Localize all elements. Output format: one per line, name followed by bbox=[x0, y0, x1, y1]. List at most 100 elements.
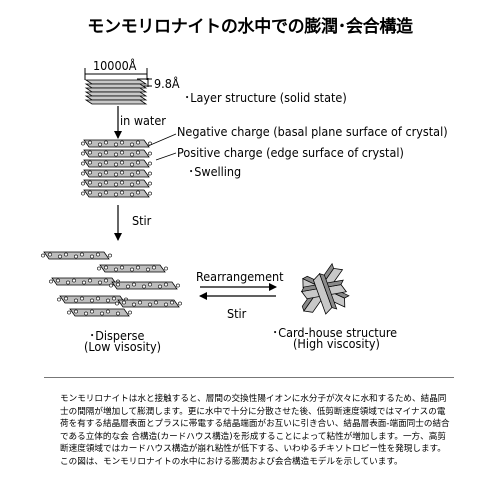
card-house-structure bbox=[300, 262, 350, 315]
charge-dot bbox=[98, 152, 102, 157]
charge-dot bbox=[164, 282, 168, 287]
charge-dot bbox=[88, 180, 92, 185]
negative-charge-leader bbox=[147, 133, 177, 147]
charge-dot bbox=[148, 282, 152, 287]
dispersed-platelet bbox=[97, 264, 168, 273]
charge-dot bbox=[66, 280, 70, 285]
charge-dot bbox=[120, 190, 124, 195]
swollen-platelet bbox=[81, 189, 152, 198]
charge-dot bbox=[58, 254, 62, 259]
charge-dot bbox=[88, 190, 92, 195]
solid-layer-sheet bbox=[84, 99, 148, 105]
charge-dot bbox=[130, 192, 134, 197]
charge-dot bbox=[88, 278, 92, 283]
charge-dot bbox=[136, 160, 140, 165]
page-title: モンモリロナイトの水中での膨潤･会合構造 bbox=[87, 17, 413, 37]
charge-dot bbox=[136, 190, 140, 195]
charge-dot bbox=[88, 140, 92, 145]
dispersed-platelet bbox=[109, 281, 180, 290]
charge-dot bbox=[130, 182, 134, 187]
charge-dot bbox=[74, 309, 78, 314]
charge-dot bbox=[136, 140, 140, 145]
disperse-label: ･Disperse bbox=[89, 328, 145, 343]
charge-dot bbox=[100, 311, 104, 316]
charge-dot bbox=[104, 190, 108, 195]
rearrangement-label: Rearrangement bbox=[196, 269, 284, 284]
charge-dot bbox=[84, 311, 88, 316]
edge-charge-dot bbox=[81, 141, 85, 146]
card-house-platelet bbox=[312, 272, 338, 315]
edge-charge-dot bbox=[148, 151, 152, 156]
card-house-label: ･Card-house structure bbox=[272, 325, 398, 340]
edge-charge-dot bbox=[81, 161, 85, 166]
edge-charge-dot bbox=[57, 297, 61, 302]
charge-dot bbox=[104, 140, 108, 145]
charge-dot bbox=[114, 172, 118, 177]
charge-dot bbox=[106, 309, 110, 314]
dispersed-platelets bbox=[41, 251, 182, 317]
charge-dot bbox=[114, 162, 118, 167]
swollen-layer-stack bbox=[81, 139, 152, 198]
charge-dot bbox=[120, 180, 124, 185]
charge-dot bbox=[120, 140, 124, 145]
charge-dot bbox=[64, 252, 68, 257]
edge-charge-dot bbox=[81, 171, 85, 176]
edge-charge-dot bbox=[164, 266, 168, 271]
charge-dot bbox=[114, 192, 118, 197]
dispersed-platelet bbox=[41, 251, 112, 260]
positive-charge-leader bbox=[155, 152, 177, 161]
charge-dot bbox=[98, 280, 102, 285]
swelling-label: ･Swelling bbox=[188, 164, 242, 179]
charge-dot bbox=[80, 296, 84, 301]
swollen-platelet bbox=[81, 139, 152, 148]
charge-dot bbox=[120, 150, 124, 155]
charge-dot bbox=[170, 300, 174, 305]
charge-dot bbox=[120, 160, 124, 165]
solid-layer-stack bbox=[84, 79, 148, 105]
charge-dot bbox=[98, 142, 102, 147]
positive-charge-label: Positive charge (edge surface of crystal… bbox=[177, 145, 404, 160]
charge-dot bbox=[48, 252, 52, 257]
edge-charge-dot bbox=[176, 283, 180, 288]
card-house-plate-top bbox=[319, 273, 338, 310]
in-water-label: in water bbox=[120, 113, 166, 128]
charge-dot bbox=[164, 302, 168, 307]
edge-charge-dot bbox=[49, 279, 53, 284]
charge-dot bbox=[148, 302, 152, 307]
charge-dot bbox=[98, 162, 102, 167]
charge-dot bbox=[132, 302, 136, 307]
charge-dot bbox=[120, 265, 124, 270]
charge-dot bbox=[112, 296, 116, 301]
width-label: 10000Å bbox=[93, 58, 137, 73]
charge-dot bbox=[98, 192, 102, 197]
charge-dot bbox=[130, 172, 134, 177]
edge-charge-dot bbox=[148, 191, 152, 196]
separator-line bbox=[44, 377, 454, 378]
charge-dot bbox=[98, 172, 102, 177]
charge-dot bbox=[114, 142, 118, 147]
charge-dot bbox=[136, 265, 140, 270]
charge-dot bbox=[136, 180, 140, 185]
charge-dot bbox=[104, 150, 108, 155]
charge-dot bbox=[120, 170, 124, 175]
charge-dot bbox=[136, 150, 140, 155]
charge-dot bbox=[104, 278, 108, 283]
stir-down-label: Stir bbox=[132, 213, 152, 228]
charge-dot bbox=[104, 170, 108, 175]
charge-dot bbox=[104, 180, 108, 185]
low-viscosity-label: (Low visosity) bbox=[84, 339, 162, 354]
high-viscosity-label: (High viscosity) bbox=[293, 336, 380, 351]
charge-dot bbox=[96, 296, 100, 301]
charge-dot bbox=[74, 298, 78, 303]
caption-text: モンモリロナイトは水と接触すると、層間の交換性陽イオンに水分子が次々に水和するた… bbox=[60, 394, 450, 467]
charge-dot bbox=[88, 150, 92, 155]
edge-charge-dot bbox=[109, 283, 113, 288]
edge-charge-dot bbox=[108, 253, 112, 258]
charge-dot bbox=[122, 300, 126, 305]
solid-layer-sheet bbox=[84, 87, 148, 93]
charge-dot bbox=[142, 284, 146, 289]
charge-dot bbox=[80, 252, 84, 257]
edge-charge-dot bbox=[67, 310, 71, 315]
charge-dot bbox=[106, 298, 110, 303]
charge-dot bbox=[152, 265, 156, 270]
